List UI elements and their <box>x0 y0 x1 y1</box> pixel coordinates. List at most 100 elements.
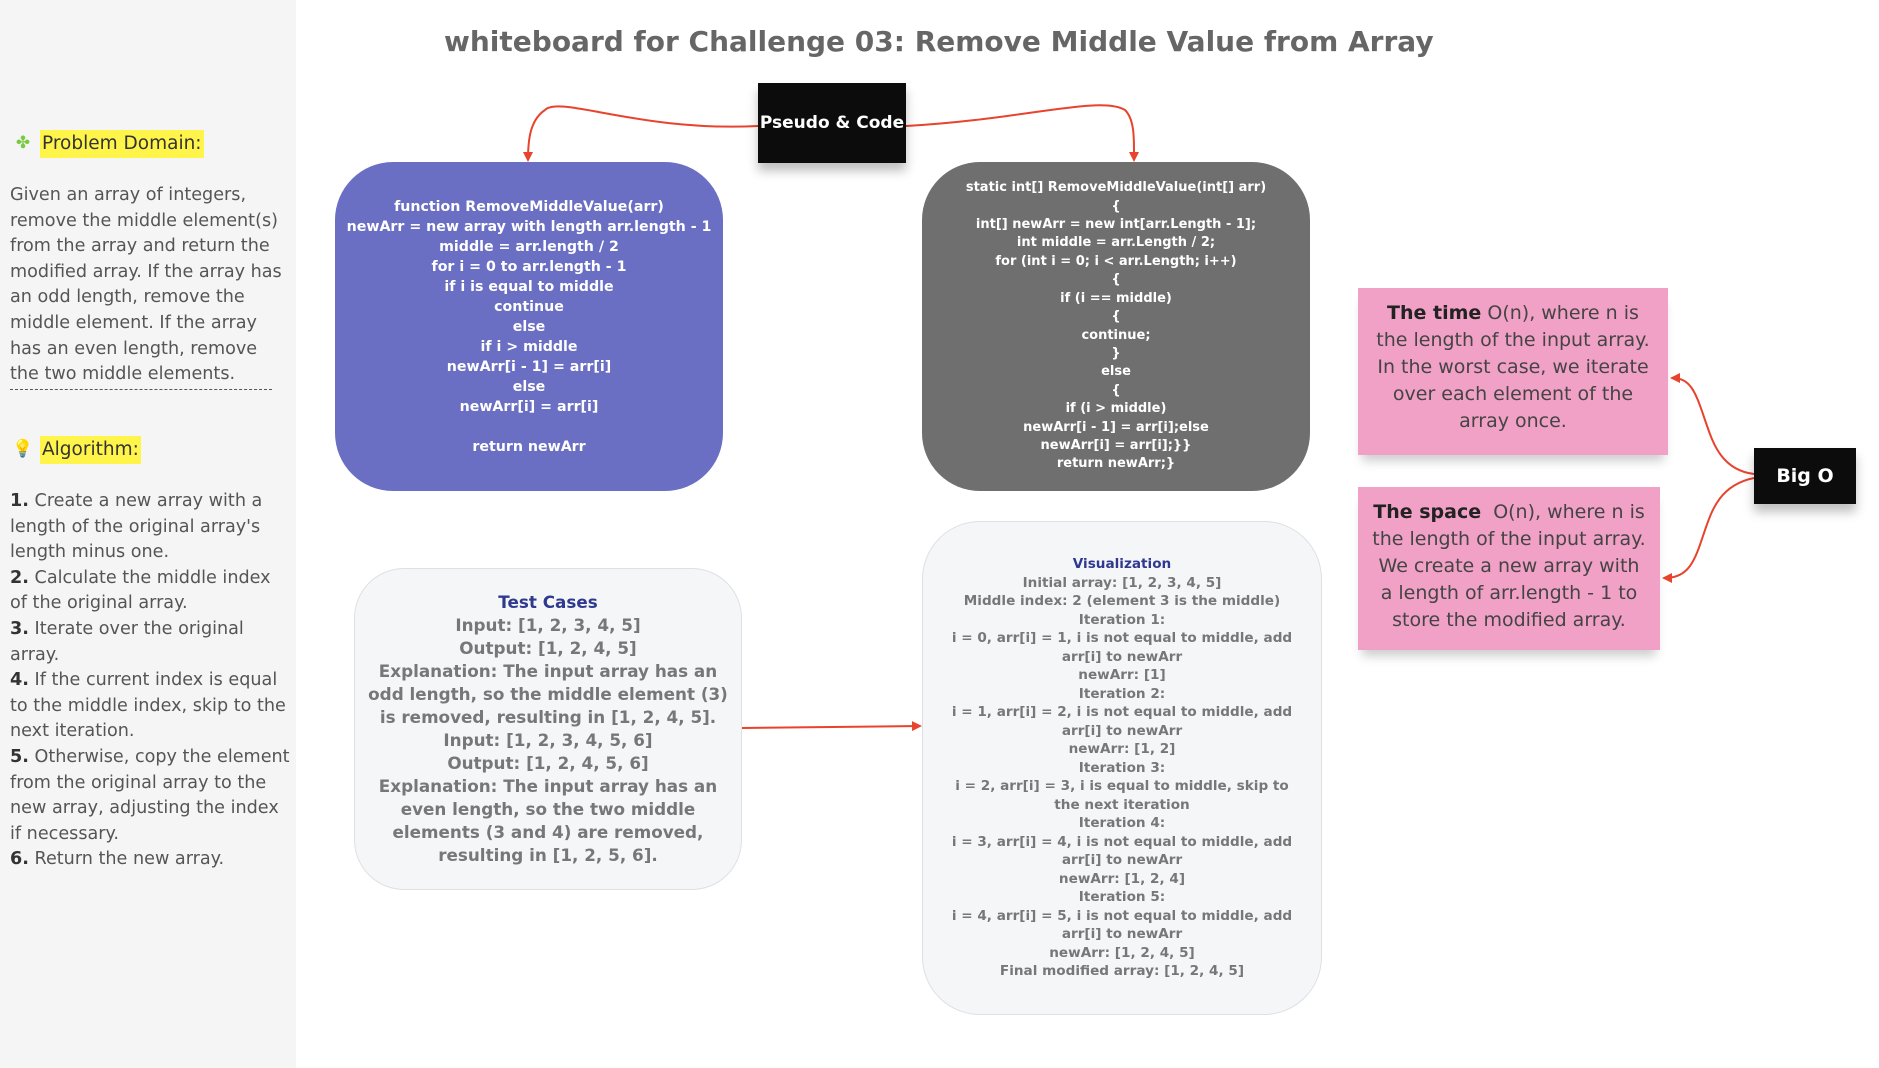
code-line: int middle = arr.Length / 2; <box>1016 235 1216 251</box>
visualization-line: i = 0, arr[i] = 1, i is not equal to mid… <box>951 630 1293 665</box>
connector-bigo-to-space <box>1662 477 1755 583</box>
visualization-line: Iteration 4: <box>1078 815 1166 832</box>
visualization-line: Iteration 2: <box>1078 685 1166 702</box>
test-case-line: Input: [1, 2, 3, 4, 5] <box>455 615 641 635</box>
visualization-line: Initial array: [1, 2, 3, 4, 5] <box>1022 574 1222 591</box>
step-text: Create a new array with a length of the … <box>10 491 263 563</box>
code-line: if (i == middle) <box>1060 290 1172 306</box>
visualization-box: Visualization Initial array: [1, 2, 3, 4… <box>922 521 1322 1015</box>
visualization-line: newArr: [1, 2, 4, 5] <box>1049 944 1195 961</box>
algorithm-step: 6. Return the new array. <box>10 847 290 873</box>
test-case-line: Explanation: The input array has an even… <box>378 776 718 865</box>
code-line: if (i > middle) <box>1065 401 1167 417</box>
connector-bigo-to-time <box>1670 373 1755 475</box>
code-line: newArr[i - 1] = arr[i];else <box>1023 419 1209 435</box>
code-line: { <box>1111 382 1121 398</box>
step-number: 6. <box>10 849 29 870</box>
code-line: int[] newArr = new int[arr.Length - 1]; <box>975 217 1257 233</box>
step-number: 5. <box>10 746 29 767</box>
space-label: The space <box>1373 501 1482 523</box>
pseudocode-line: for i = 0 to arr.length - 1 <box>431 258 627 275</box>
step-number: 3. <box>10 618 29 639</box>
divider <box>10 389 272 390</box>
test-case-line: Input: [1, 2, 3, 4, 5, 6] <box>443 730 653 750</box>
code-line: newArr[i] = arr[i];}} <box>1040 437 1192 453</box>
pseudocode-line: newArr = new array with length arr.lengt… <box>346 218 712 235</box>
space-complexity-note: The space O(n), where n is the length of… <box>1358 487 1660 650</box>
step-text: Otherwise, copy the element from the ori… <box>10 746 290 844</box>
space-text: O(n), where n is the length of the input… <box>1372 501 1652 631</box>
puzzle-icon: ✤ <box>15 133 31 153</box>
visualization-line: Iteration 1: <box>1078 611 1166 628</box>
pseudocode-box: function RemoveMiddleValue(arr) newArr = … <box>335 162 723 491</box>
connector-pseudo-to-gray <box>905 104 1140 162</box>
pseudocode-line: if i > middle <box>480 338 578 355</box>
pseudocode-line: function RemoveMiddleValue(arr) <box>394 198 664 215</box>
code-line: } <box>1111 345 1121 361</box>
code-line: static int[] RemoveMiddleValue(int[] arr… <box>965 180 1267 196</box>
sidebar: ✤ Problem Domain: Given an array of inte… <box>0 0 296 1068</box>
page-title: whiteboard for Challenge 03: Remove Midd… <box>444 25 1434 58</box>
algorithm-heading: 💡 Algorithm: <box>12 436 141 464</box>
step-text: Return the new array. <box>28 849 225 870</box>
connector-test-to-viz <box>741 721 922 732</box>
step-number: 1. <box>10 491 29 511</box>
visualization-line: Iteration 5: <box>1078 889 1166 906</box>
test-cases-box: Test Cases Input: [1, 2, 3, 4, 5] Output:… <box>354 568 742 890</box>
step-text: Calculate the middle index of the origin… <box>10 567 271 614</box>
visualization-line: i = 1, arr[i] = 2, i is not equal to mid… <box>951 704 1293 739</box>
algorithm-step: 5. Otherwise, copy the element from the … <box>10 745 290 847</box>
visualization-line: newArr: [1] <box>1078 667 1166 684</box>
step-text: Iterate over the original array. <box>10 618 244 665</box>
pseudocode-line: middle = arr.length / 2 <box>439 238 619 255</box>
algorithm-step: 1. Create a new array with a length of t… <box>10 489 290 566</box>
lightbulb-icon: 💡 <box>12 439 34 459</box>
step-number: 4. <box>10 670 29 691</box>
big-o-label: Big O <box>1754 448 1856 504</box>
code-line: for (int i = 0; i < arr.Length; i++) <box>995 253 1237 269</box>
visualization-line: Iteration 3: <box>1078 759 1166 776</box>
test-case-line: Output: [1, 2, 4, 5] <box>459 638 637 658</box>
test-cases-title: Test Cases <box>498 592 598 612</box>
pseudocode-line: newArr[i] = arr[i] <box>459 398 599 415</box>
code-line: { <box>1111 198 1121 214</box>
step-text: If the current index is equal to the mid… <box>10 670 286 742</box>
visualization-line: newArr: [1, 2] <box>1068 741 1176 758</box>
code-line: { <box>1111 309 1121 325</box>
code-line: { <box>1111 272 1121 288</box>
visualization-line: newArr: [1, 2, 4] <box>1058 870 1186 887</box>
code-line: else <box>1101 364 1131 380</box>
code-line: return newArr;} <box>1056 456 1176 472</box>
pseudocode-line: else <box>512 378 546 395</box>
algorithm-step: 3. Iterate over the original array. <box>10 617 290 668</box>
code-box: static int[] RemoveMiddleValue(int[] arr… <box>922 162 1310 491</box>
pseudocode-line: else <box>512 318 546 335</box>
pseudo-code-label: Pseudo & Code <box>758 83 906 163</box>
visualization-line: i = 4, arr[i] = 5, i is not equal to mid… <box>951 907 1293 943</box>
test-case-line: Output: [1, 2, 4, 5, 6] <box>447 753 649 773</box>
algorithm-step: 2. Calculate the middle index of the ori… <box>10 566 290 617</box>
connector-pseudo-to-blue <box>523 105 759 162</box>
visualization-line: Final modified array: [1, 2, 4, 5] <box>999 963 1245 980</box>
visualization-line: i = 3, arr[i] = 4, i is not equal to mid… <box>951 833 1293 869</box>
step-number: 2. <box>10 567 29 588</box>
code-line: continue; <box>1081 327 1151 343</box>
pseudocode-line: continue <box>494 298 564 315</box>
test-case-line: Explanation: The input array has an odd … <box>368 661 728 727</box>
algorithm-step: 4. If the current index is equal to the … <box>10 668 290 745</box>
visualization-line: i = 2, arr[i] = 3, i is equal to middle,… <box>955 778 1289 813</box>
pseudocode-line: newArr[i - 1] = arr[i] <box>446 358 612 375</box>
time-complexity-note: The time O(n), where n is the length of … <box>1358 288 1668 455</box>
visualization-line: Middle index: 2 (element 3 is the middle… <box>963 593 1281 610</box>
problem-description: Given an array of integers, remove the m… <box>10 185 282 385</box>
problem-domain-label: Problem Domain: <box>40 130 204 158</box>
time-text: O(n), where n is the length of the input… <box>1376 302 1650 432</box>
pseudocode-line: if i is equal to middle <box>444 278 614 295</box>
visualization-title: Visualization <box>1072 556 1172 573</box>
problem-domain-heading: ✤ Problem Domain: <box>12 130 204 158</box>
algorithm-label: Algorithm: <box>40 436 141 464</box>
time-label: The time <box>1387 302 1482 324</box>
pseudocode-line: return newArr <box>472 438 586 455</box>
algorithm-steps: 1. Create a new array with a length of t… <box>10 489 290 873</box>
